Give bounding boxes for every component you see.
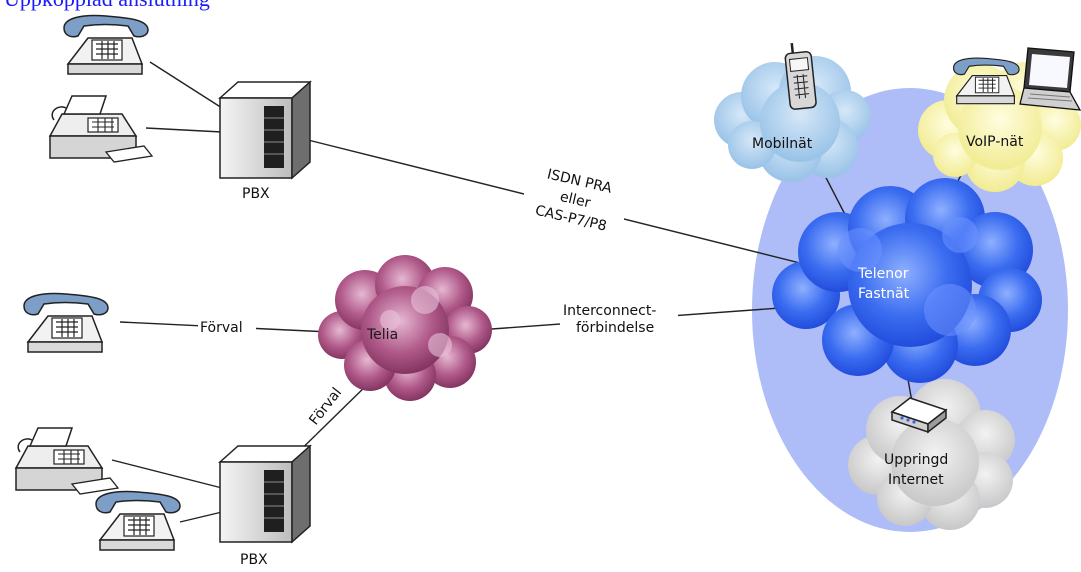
modem-icon <box>890 397 948 434</box>
isdn-label-line2: eller <box>558 189 592 212</box>
desk-phone-icon-middle <box>23 292 109 353</box>
forval-top-text: Förval <box>200 320 243 336</box>
mobilnat-label: Mobilnät <box>752 136 813 152</box>
uppringd-label-line2: Internet <box>888 472 944 488</box>
interconnect-label-line1: Interconnect- <box>563 303 656 319</box>
pbx-server-icon-top <box>219 81 311 179</box>
pbx-server-icon-bottom <box>219 445 311 543</box>
uppringd-label-line1: Uppringd <box>884 452 948 468</box>
header-link[interactable]: Uppkopplad anslutning <box>4 0 210 12</box>
pbx-top-label: PBX <box>242 186 270 202</box>
interconnect-label: Interconnect- förbindelse <box>560 300 678 336</box>
laptop-icon <box>1019 47 1081 111</box>
forval-top-label: Förval <box>198 318 256 336</box>
line-phone-pbx-bottom <box>179 511 223 523</box>
desk-phone-icon-bottom <box>95 490 181 551</box>
telia-label: Telia <box>366 327 398 343</box>
interconnect-label-line2: förbindelse <box>576 320 654 336</box>
mobile-phone-icon <box>784 43 817 110</box>
fax-machine-icon-top <box>49 95 153 163</box>
line-phone-pbx-top <box>149 61 223 109</box>
pbx-bottom-label: PBX <box>240 552 268 568</box>
desk-phone-icon-top <box>63 14 149 75</box>
telenor-label-line1: Telenor <box>857 266 909 282</box>
telenor-cloud: Telenor Fastnät <box>772 178 1042 383</box>
isdn-label: ISDN PRA eller CAS-P7/P8 <box>524 166 624 235</box>
voip-label: VoIP-nät <box>966 134 1024 150</box>
telenor-label-line2: Fastnät <box>858 286 910 302</box>
fax-machine-icon-bottom <box>15 427 119 495</box>
telia-cloud: Telia <box>318 255 492 401</box>
internet-cloud: Uppringd Internet <box>848 379 1015 530</box>
line-fax-pbx-top <box>145 127 223 133</box>
line-fax-pbx-bottom <box>111 459 223 489</box>
